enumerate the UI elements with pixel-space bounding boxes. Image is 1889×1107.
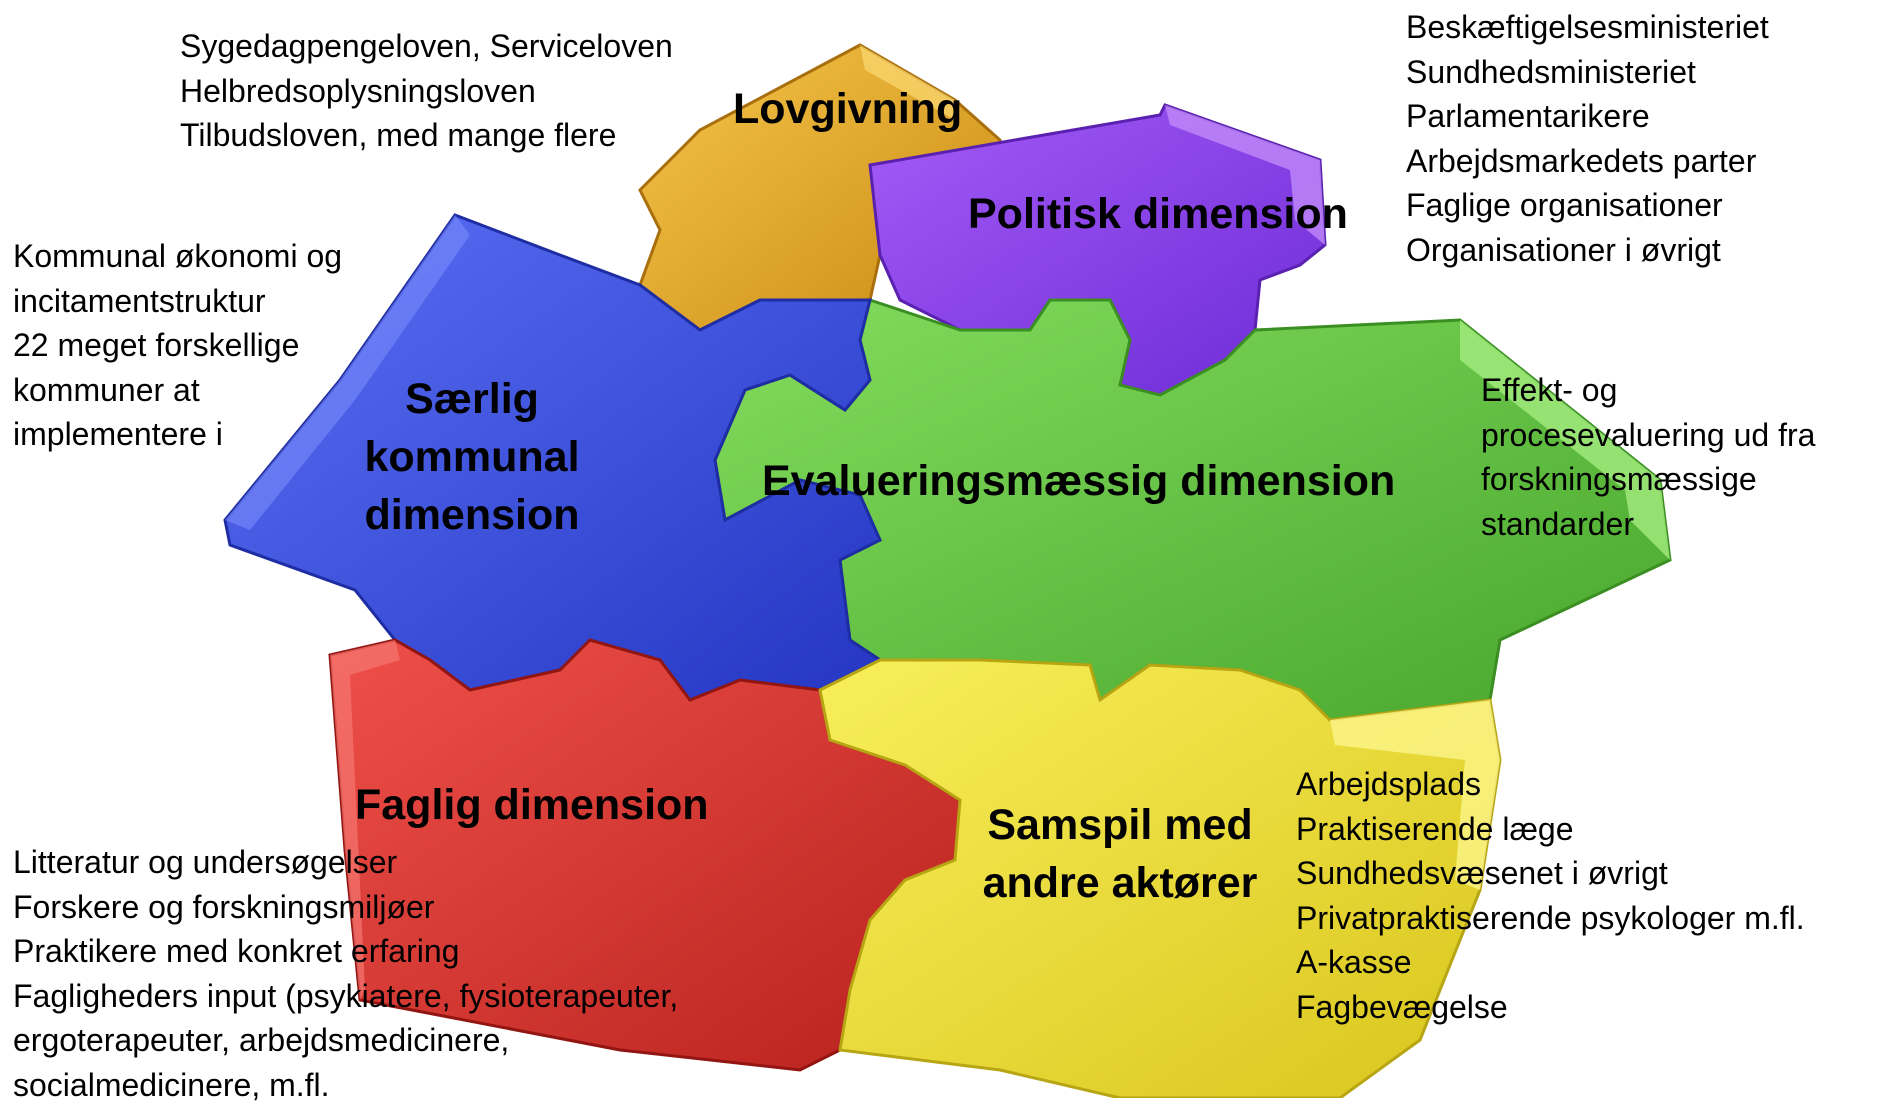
politisk-detail-line: Parlamentarikere (1406, 94, 1769, 139)
samspil-label-line: Samspil med (960, 796, 1280, 854)
samspil-detail-line: Arbejdsplads (1296, 762, 1805, 807)
faglig-detail-line: Fagligheders input (psykiatere, fysioter… (13, 974, 678, 1019)
samspil-label-line: andre aktører (960, 854, 1280, 912)
kommunal-label-line: kommunal (352, 428, 592, 486)
faglig-detail-line: Praktikere med konkret erfaring (13, 929, 678, 974)
faglig-detail-line: Forskere og forskningsmiljøer (13, 885, 678, 930)
kommunal-label-line: dimension (352, 486, 592, 544)
evaluering-label: Evalueringsmæssig dimension (762, 452, 1395, 510)
samspil-detail-line: Fagbevægelse (1296, 985, 1805, 1030)
kommunal-detail-line: Kommunal økonomi og (13, 234, 342, 279)
samspil-detail-line: Privatpraktiserende psykologer m.fl. (1296, 896, 1805, 941)
samspil-detail-line: Sundhedsvæsenet i øvrigt (1296, 851, 1805, 896)
lovgivning-detail-line: Sygedagpengeloven, Serviceloven (180, 24, 673, 69)
kommunal-details: Kommunal økonomi og incitamentstruktur 2… (13, 234, 342, 457)
lovgivning-detail-line: Tilbudsloven, med mange flere (180, 113, 673, 158)
lovgivning-detail-line: Helbredsoplysningsloven (180, 69, 673, 114)
lovgivning-details: Sygedagpengeloven, Serviceloven Helbreds… (180, 24, 673, 158)
kommunal-label-line: Særlig (352, 370, 592, 428)
politisk-detail-line: Faglige organisationer (1406, 183, 1769, 228)
kommunal-detail-line: implementere i (13, 412, 342, 457)
politisk-details: Beskæftigelsesministeriet Sundhedsminist… (1406, 5, 1769, 272)
kommunal-detail-line: 22 meget forskellige (13, 323, 342, 368)
kommunal-detail-line: kommuner at (13, 368, 342, 413)
evaluering-detail-line: Effekt- og (1481, 368, 1815, 413)
politisk-detail-line: Beskæftigelsesministeriet (1406, 5, 1769, 50)
samspil-label: Samspil med andre aktører (960, 796, 1280, 912)
politisk-detail-line: Organisationer i øvrigt (1406, 228, 1769, 273)
samspil-details: Arbejdsplads Praktiserende læge Sundheds… (1296, 762, 1805, 1029)
politisk-detail-line: Arbejdsmarkedets parter (1406, 139, 1769, 184)
evaluering-detail-line: forskningsmæssige (1481, 457, 1815, 502)
faglig-label: Faglig dimension (355, 776, 709, 834)
faglig-details: Litteratur og undersøgelser Forskere og … (13, 840, 678, 1107)
samspil-detail-line: Praktiserende læge (1296, 807, 1805, 852)
faglig-detail-line: socialmedicinere, m.fl. (13, 1063, 678, 1107)
politisk-label: Politisk dimension (968, 185, 1348, 243)
faglig-detail-line: Litteratur og undersøgelser (13, 840, 678, 885)
lovgivning-label: Lovgivning (733, 80, 962, 138)
evaluering-detail-line: standarder (1481, 502, 1815, 547)
evaluering-detail-line: procesevaluering ud fra (1481, 413, 1815, 458)
evaluering-details: Effekt- og procesevaluering ud fra forsk… (1481, 368, 1815, 546)
samspil-detail-line: A-kasse (1296, 940, 1805, 985)
faglig-detail-line: ergoterapeuter, arbejdsmedicinere, (13, 1018, 678, 1063)
kommunal-detail-line: incitamentstruktur (13, 279, 342, 324)
politisk-detail-line: Sundhedsministeriet (1406, 50, 1769, 95)
kommunal-label: Særlig kommunal dimension (352, 370, 592, 544)
